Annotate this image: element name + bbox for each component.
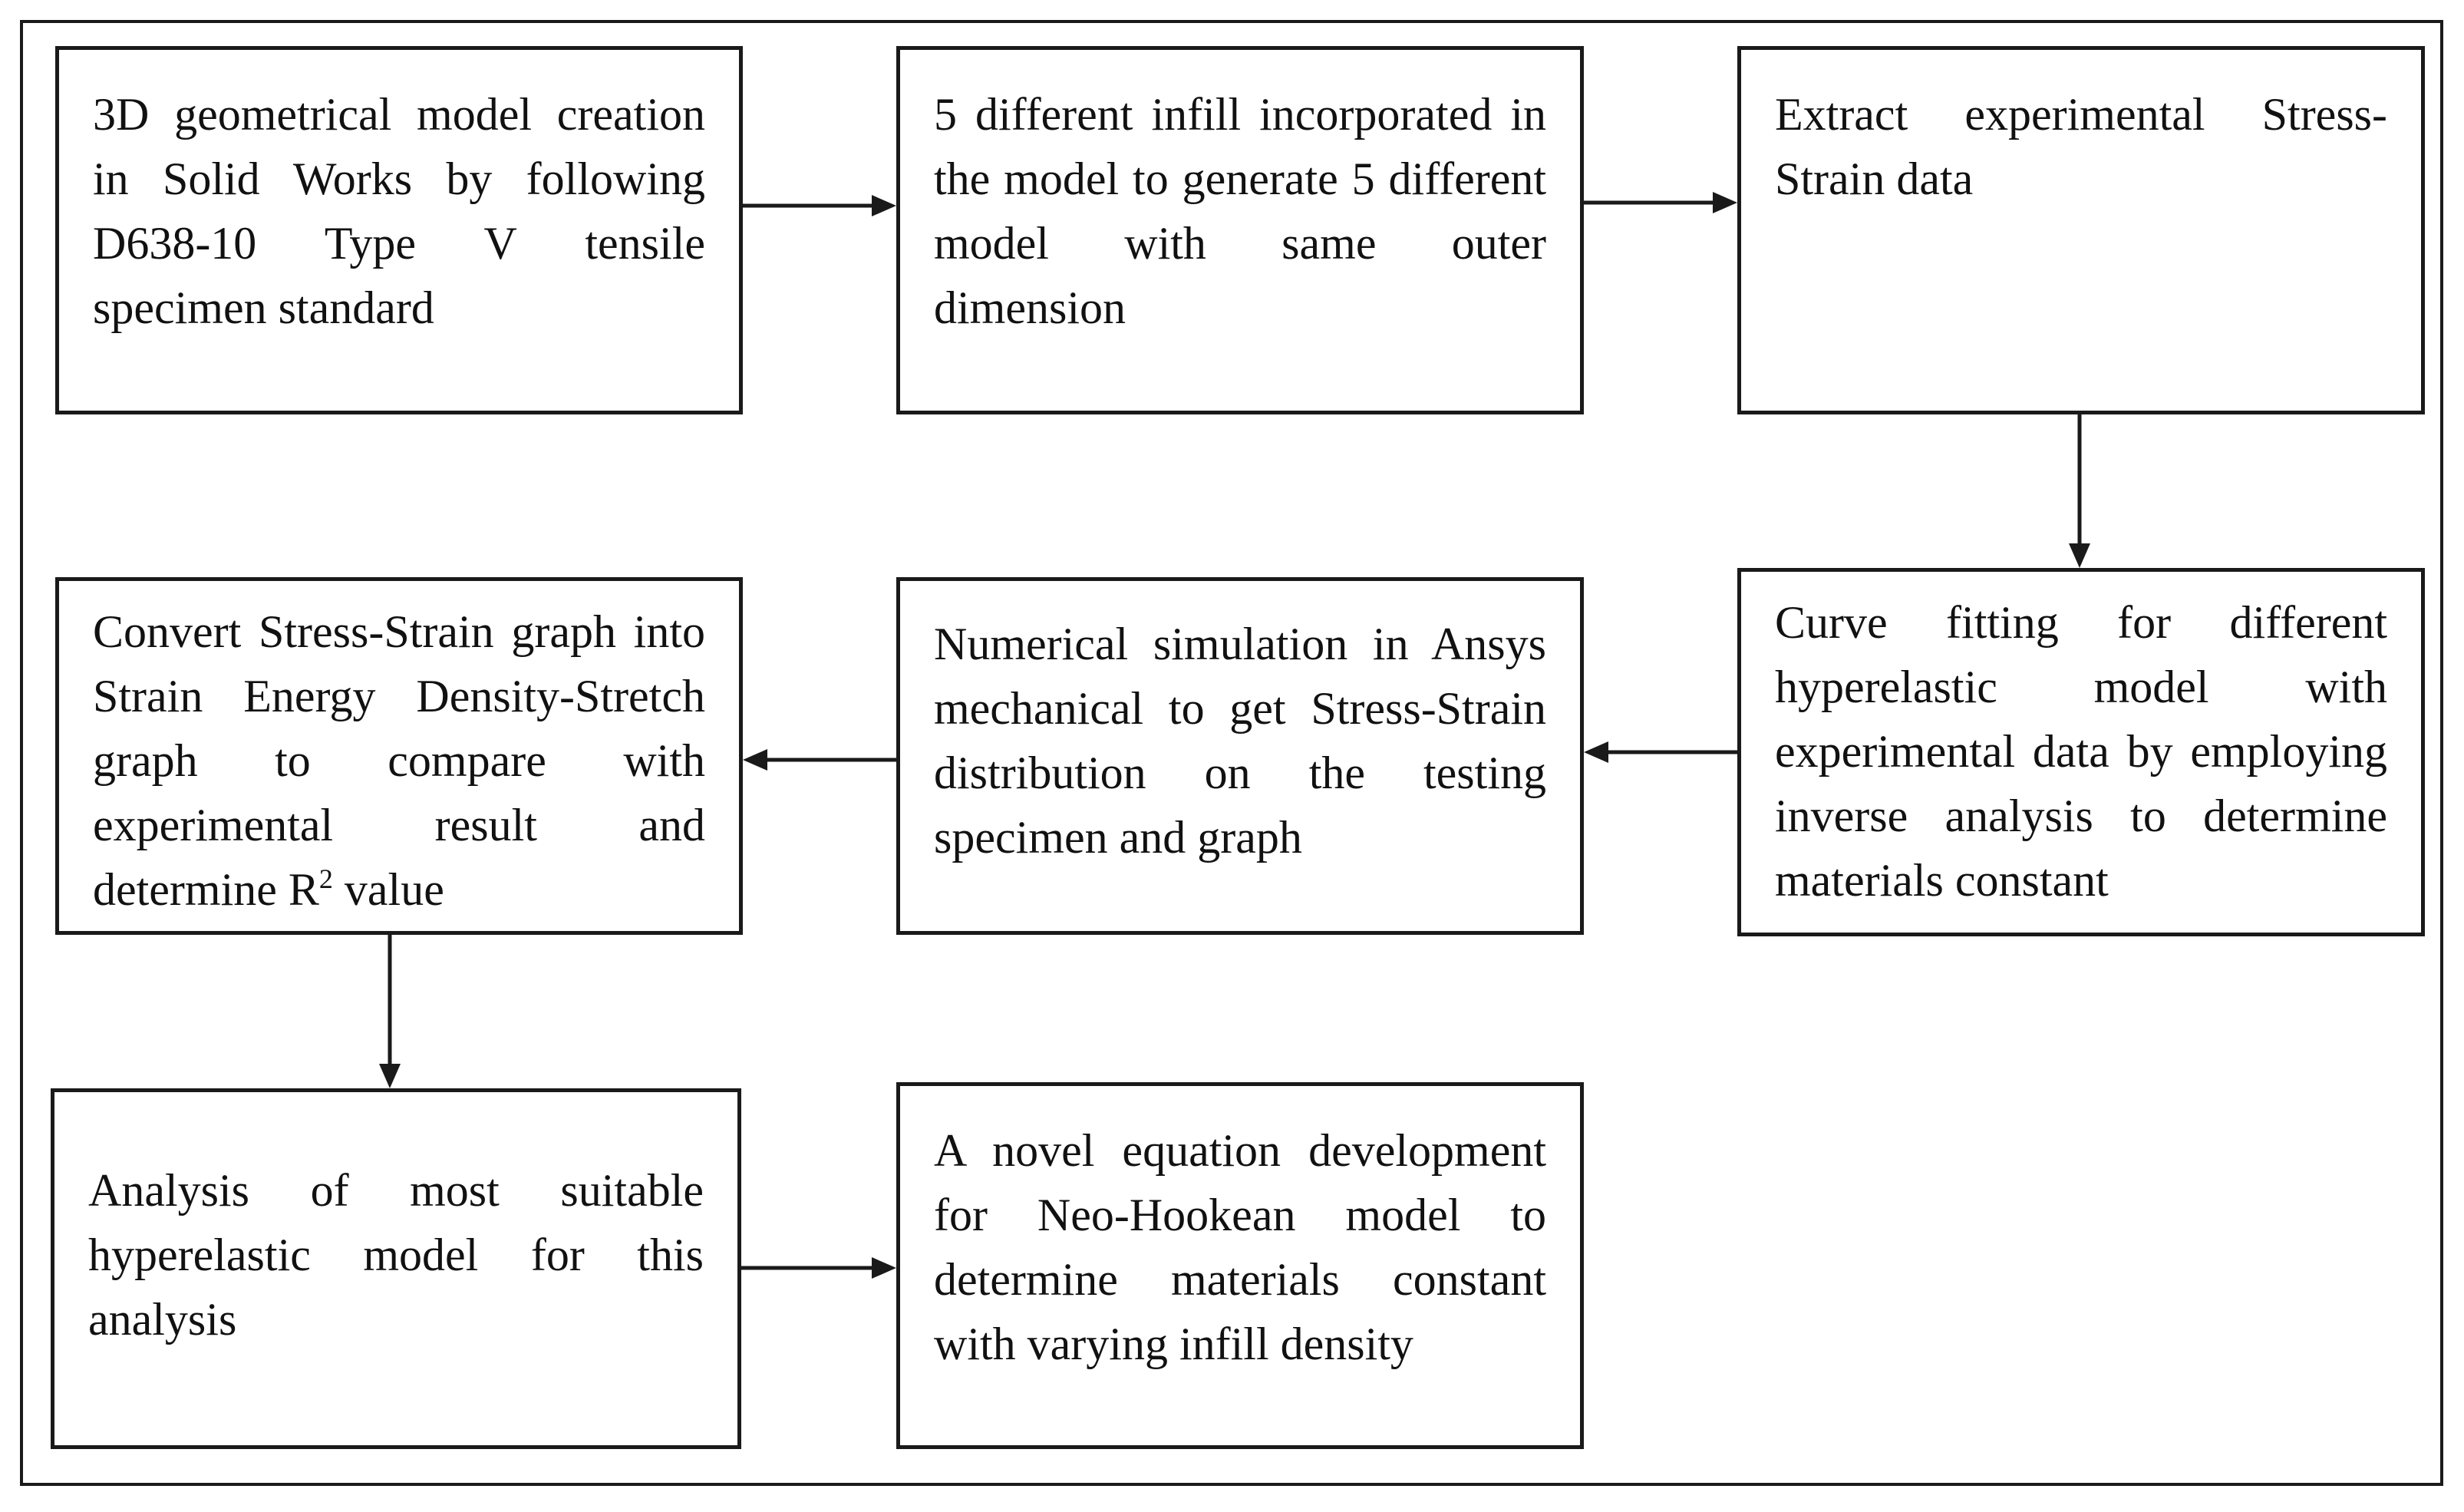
step-numerical-simulation-text: Numerical simulation in Ansys mechanical… [934,619,1546,863]
step-model-analysis-box: Analysis of most suitable hyperelastic m… [51,1088,741,1449]
step-model-creation-box: 3D geometrical model creation in Solid W… [55,46,743,414]
step-convert-graph-main: Convert Stress-Strain graph into Strain … [93,606,705,915]
step-model-analysis-text: Analysis of most suitable hyperelastic m… [88,1165,704,1345]
step-curve-fitting-box: Curve fitting for different hyperelastic… [1737,568,2425,936]
step-infill-models-box: 5 different infill incorporated in the m… [896,46,1584,414]
r-squared-superscript: 2 [318,863,333,894]
step-numerical-simulation-box: Numerical simulation in Ansys mechanical… [896,577,1584,935]
step-curve-fitting-text: Curve fitting for different hyperelastic… [1775,597,2387,906]
step-convert-graph-text: Convert Stress-Strain graph into Strain … [93,599,705,922]
step-convert-graph-tail: value [332,864,444,915]
step-convert-graph-box: Convert Stress-Strain graph into Strain … [55,577,743,935]
step-extract-data-text: Extract experimental Stress-Strain data [1775,89,2387,204]
step-model-creation-text: 3D geometrical model creation in Solid W… [93,89,705,333]
diagram-frame [20,20,2443,1486]
step-novel-equation-text: A novel equation development for Neo-Hoo… [934,1125,1546,1369]
step-extract-data-box: Extract experimental Stress-Strain data [1737,46,2425,414]
step-infill-models-text: 5 different infill incorporated in the m… [934,89,1546,333]
step-novel-equation-box: A novel equation development for Neo-Hoo… [896,1082,1584,1449]
